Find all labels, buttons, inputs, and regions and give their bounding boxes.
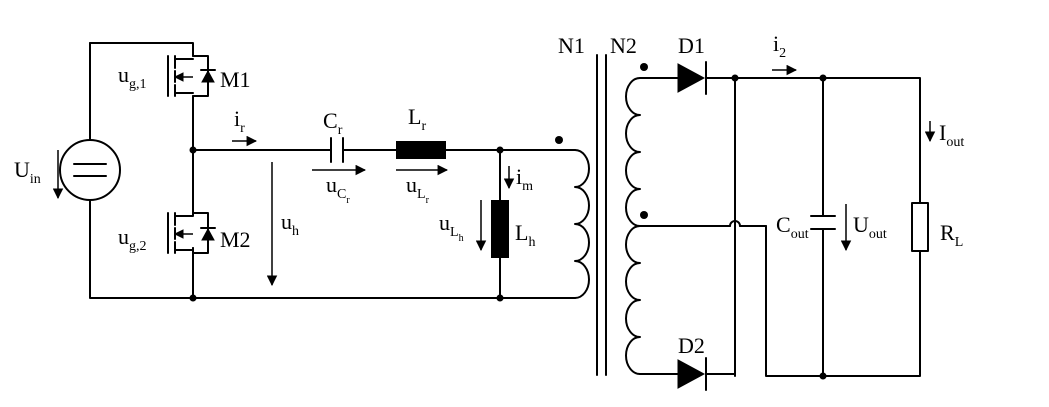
transformer-core [596, 54, 607, 376]
mosfet-m1-symbol [167, 55, 216, 97]
mosfet-m2-symbol [167, 209, 216, 254]
primary-winding-n1 [574, 149, 590, 299]
label-m2: M2 [220, 227, 251, 252]
resonant-capacitor-cr [330, 137, 344, 163]
label-n2: N2 [610, 33, 637, 58]
label-ulr: uLr [406, 172, 430, 206]
resonant-inductor-lr [396, 141, 446, 159]
junction-dots [189, 74, 827, 380]
diode-d2 [677, 357, 707, 391]
secondary-wires [639, 77, 921, 377]
input-voltage-source [59, 139, 121, 201]
label-lr: Lr [408, 104, 426, 134]
label-ug2: ug,2 [118, 224, 147, 254]
label-d2: D2 [678, 333, 705, 358]
label-d1: D1 [678, 33, 705, 58]
label-im: im [516, 164, 533, 194]
label-lh: Lh [515, 220, 535, 250]
label-uin: Uin [14, 157, 41, 187]
label-uh: uh [281, 209, 299, 239]
label-i2: i2 [773, 31, 786, 61]
primary-wires [89, 42, 576, 299]
secondary-winding-n2 [625, 77, 641, 375]
diode-d1 [677, 61, 707, 95]
label-iout: Iout [939, 120, 964, 150]
label-m1: M1 [220, 67, 251, 92]
label-cout: Cout [776, 212, 809, 242]
label-ug1: ug,1 [118, 62, 147, 92]
label-ucr: uCr [326, 172, 350, 206]
label-n1: N1 [558, 33, 585, 58]
label-ir: ir [234, 106, 245, 136]
label-cr: Cr [323, 108, 343, 138]
load-resistor-rl [911, 202, 929, 252]
label-ulh: uLh [439, 210, 464, 244]
output-capacitor-cout [810, 215, 836, 230]
winding-polarity-dots [555, 63, 648, 219]
label-rl: RL [940, 220, 963, 250]
magnetizing-inductor-lh [491, 200, 509, 258]
label-uout: Uout [853, 212, 887, 242]
